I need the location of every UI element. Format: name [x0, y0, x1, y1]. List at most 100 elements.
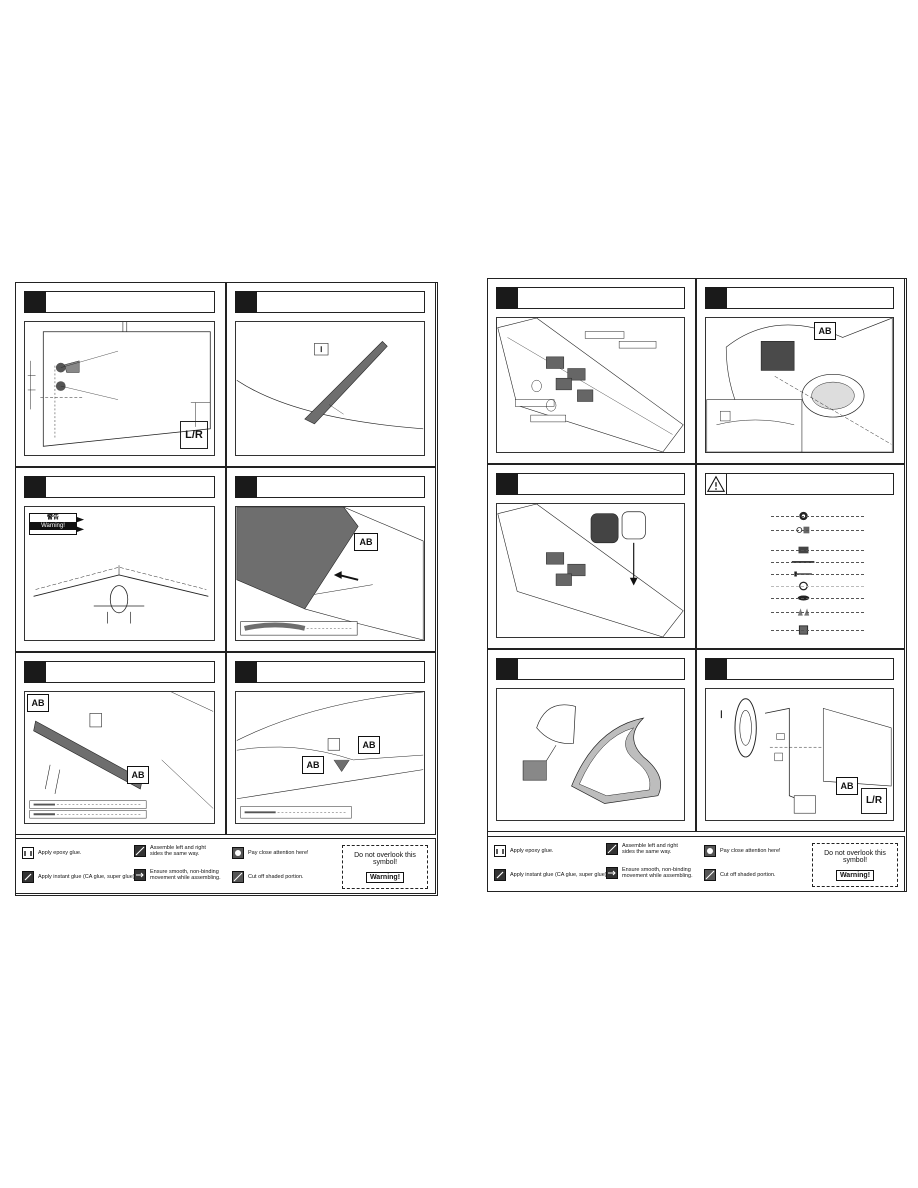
left-right-icon: L/R: [861, 788, 887, 814]
step-header: [24, 661, 215, 683]
epoxy-ab-icon: AB: [814, 322, 836, 340]
legend-smooth: Ensure smooth, non-binding movement whil…: [134, 869, 236, 881]
landing-gear-diagram: [720, 698, 892, 814]
step-panel-right-4: [696, 464, 905, 649]
step-title-bar: [727, 658, 894, 680]
legend-attention: Pay close attention here!: [704, 845, 781, 857]
step-illustration: [496, 503, 685, 638]
notice-box: Do not overlook this symbol! Warning!: [812, 843, 898, 887]
step-title-bar: [518, 287, 685, 309]
rib-install-diagram: [29, 692, 214, 819]
step-number-box: [496, 658, 518, 680]
legend-epoxy-text: Apply epoxy glue.: [38, 850, 82, 856]
legend-epoxy: Apply epoxy glue.: [494, 845, 553, 857]
step-number-box: [705, 287, 727, 309]
wing-alignment-diagram: [33, 516, 209, 624]
step-header: [24, 476, 215, 498]
attention-icon: [704, 845, 716, 857]
left-right-icon: [134, 845, 146, 857]
step-panel-left-1: L/R: [15, 282, 226, 467]
parts-row: [743, 511, 864, 521]
parts-row: [743, 593, 864, 603]
step-panel-right-6: AB L/R: [696, 649, 905, 832]
parts-row: [743, 545, 864, 555]
step-header: [496, 658, 685, 680]
legend-cut: Cut off shaded portion.: [232, 871, 304, 883]
legend-epoxy-text: Apply epoxy glue.: [510, 848, 554, 854]
parts-row: [743, 557, 864, 567]
ca-glue-icon: [22, 871, 34, 883]
epoxy-ab-icon: AB: [302, 756, 324, 774]
step-number-box: [496, 473, 518, 495]
epoxy-icon: [494, 845, 506, 857]
step-title-bar: [257, 661, 425, 683]
step-panel-left-6: AB AB: [226, 652, 436, 835]
warning-en-text: Warning!: [30, 522, 76, 530]
step-header: [496, 287, 685, 309]
left-legend: Apply epoxy glue. Apply instant glue (CA…: [15, 838, 436, 894]
fuselage-side-diagram: [27, 322, 211, 447]
step-illustration: AB: [235, 506, 425, 641]
wing-join-diagram: [236, 507, 424, 640]
step-header: [705, 473, 894, 495]
notice-warning-badge: Warning!: [365, 872, 405, 883]
step-illustration: 警告 Warning!: [24, 506, 215, 641]
warning-cn-text: 警告: [46, 515, 59, 521]
step-title-bar: [518, 658, 685, 680]
step-number-box: [705, 658, 727, 680]
legend-left-right-text: Assemble left and right sides the same w…: [150, 845, 206, 857]
step-title-bar: [257, 291, 425, 313]
legend-smooth-text: Ensure smooth, non-binding movement whil…: [150, 869, 221, 881]
step-illustration: L/R: [24, 321, 215, 456]
legend-left-right: Assemble left and right sides the same w…: [606, 843, 684, 855]
legend-cut: Cut off shaded portion.: [704, 869, 776, 881]
epoxy-ab-icon: AB: [358, 736, 380, 754]
step-header: [235, 476, 425, 498]
cut-icon: [704, 869, 716, 881]
step-header: [496, 473, 685, 495]
notice-text: Do not overlook this symbol!: [824, 850, 886, 864]
step-header: [705, 658, 894, 680]
step-panel-right-1: [487, 278, 696, 464]
warning-triangle-icon: [705, 473, 727, 495]
epoxy-ab-icon: AB: [354, 533, 378, 551]
legend-cut-text: Cut off shaded portion.: [248, 874, 304, 880]
servo-cover-diagram: [497, 504, 684, 637]
warning-badge: 警告 Warning!: [29, 513, 77, 535]
parts-row: [743, 525, 864, 535]
step-illustration: [235, 321, 425, 456]
cut-icon: [232, 871, 244, 883]
epoxy-icon: [22, 847, 34, 859]
step-panel-right-2: AB: [696, 278, 905, 464]
servo-tray-diagram: [497, 318, 684, 452]
epoxy-ab-icon: AB: [127, 766, 149, 784]
step-number-box: [496, 287, 518, 309]
right-legend: Apply epoxy glue. Apply instant glue (CA…: [487, 836, 905, 892]
parts-row: [743, 581, 864, 591]
step-title-bar: [727, 287, 894, 309]
parts-list: [705, 503, 894, 638]
cowl-diagram: [706, 318, 893, 452]
step-panel-left-4: AB: [226, 467, 436, 652]
step-panel-right-3: [487, 464, 696, 649]
step-number-box: [24, 476, 46, 498]
bracket-icon: [797, 608, 810, 616]
legend-ca-glue-text: Apply instant glue (CA glue, super glue)…: [38, 874, 137, 880]
smooth-movement-icon: [606, 867, 618, 879]
step-title-bar: [46, 291, 215, 313]
step-number-box: [235, 291, 257, 313]
step-header: [705, 287, 894, 309]
canopy-diagram: [522, 704, 662, 804]
epoxy-ab-icon: AB: [27, 694, 49, 712]
step-illustration: [496, 317, 685, 453]
left-right-icon: L/R: [180, 421, 208, 449]
step-header: [24, 291, 215, 313]
step-number-box: [24, 291, 46, 313]
left-right-icon: [606, 843, 618, 855]
epoxy-ab-icon: AB: [836, 777, 858, 795]
step-header: [235, 661, 425, 683]
step-number-box: [24, 661, 46, 683]
smooth-movement-icon: [134, 869, 146, 881]
step-panel-left-5: AB AB: [15, 652, 226, 835]
ca-glue-icon: [494, 869, 506, 881]
